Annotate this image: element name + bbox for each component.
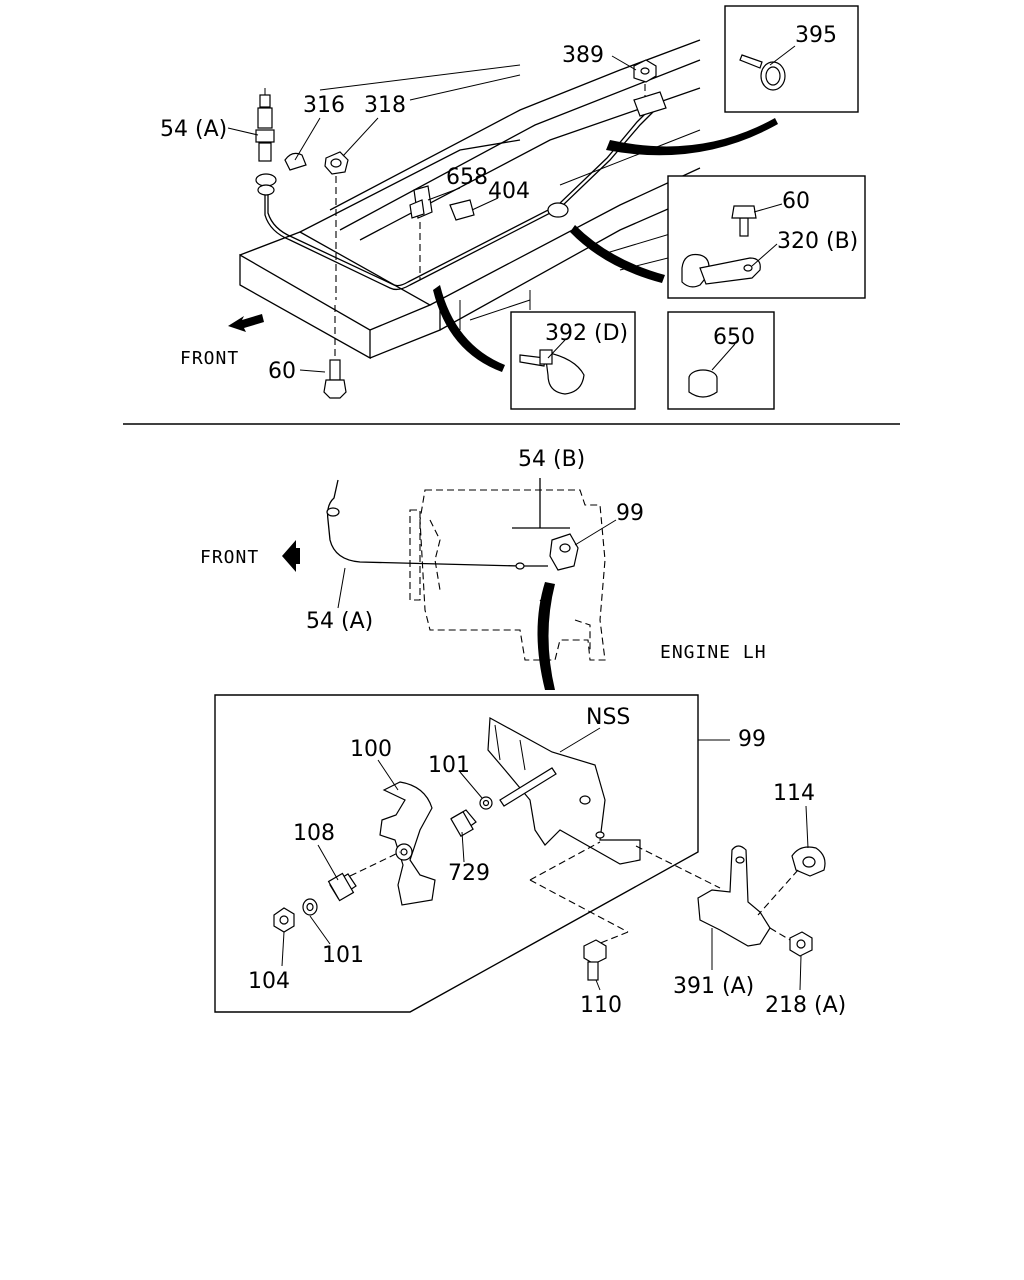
part-114-clip [757,846,826,916]
label-650: 650 [713,325,755,350]
part-100-lever [379,781,436,906]
label-391a: 391 (A) [673,974,754,999]
cable-54a-lower [326,479,548,570]
inset-395 [724,5,859,113]
part-99-small [549,519,617,571]
label-101-bottom: 101 [322,943,364,968]
label-60-bottom: 60 [268,359,296,384]
label-318: 318 [364,93,406,118]
label-101-top: 101 [428,753,470,778]
label-54a-top: 54 (A) [160,117,227,142]
front-arrow-top [228,314,264,332]
part-391a-bracket [635,845,771,947]
part-nss-bracket [487,717,641,865]
stud-bolt [479,767,557,810]
leaders-top [227,45,796,373]
label-320b: 320 (B) [777,229,858,254]
label-108: 108 [293,821,335,846]
front-arrow-bottom [282,540,300,572]
label-110: 110 [580,993,622,1018]
label-engine-lh: ENGINE LH [660,642,767,663]
inset-392d [510,311,636,410]
cable-54b [512,478,570,529]
callout-arcs [433,118,778,690]
part-104-nut [273,907,295,933]
label-104: 104 [248,969,290,994]
part-404-clip [449,199,475,221]
label-54a-bottom: 54 (A) [306,609,373,634]
part-658-bracket [409,185,433,280]
part-389-nut [633,59,667,117]
part-729-collar [450,809,477,837]
label-114: 114 [773,781,815,806]
label-nss: NSS [586,705,630,730]
label-316: 316 [303,93,345,118]
label-54b: 54 (B) [518,447,585,472]
part-318-nut [324,151,349,300]
inset-60-320b [667,175,866,299]
throttle-cable-route [264,101,661,291]
engine-outline [409,489,606,661]
label-404: 404 [488,179,530,204]
label-99-top: 99 [616,501,644,526]
part-54a-fitting [255,88,277,196]
label-389: 389 [562,43,604,68]
label-front-top: FRONT [180,348,239,369]
part-110-bolt [529,841,629,981]
part-101-washer [302,898,318,916]
label-729: 729 [448,861,490,886]
cable-grommet [547,202,569,218]
label-392d: 392 (D) [545,321,628,346]
label-60-inset: 60 [782,189,810,214]
label-658: 658 [446,165,488,190]
label-218a: 218 (A) [765,993,846,1018]
bottom-section: 54 (B) 99 54 (A) FRONT ENGINE LH NSS 99 … [200,447,846,1018]
label-100: 100 [350,737,392,762]
top-section: 54 (A) 316 318 389 395 658 404 60 320 (B… [160,5,866,690]
label-395: 395 [795,23,837,48]
part-60-bolt-bottom [323,305,347,399]
chassis-frame [239,39,701,360]
part-218a-nut [769,927,813,957]
part-316-clip [284,152,307,171]
label-99-box: 99 [738,727,766,752]
label-front-bottom: FRONT [200,547,259,568]
part-108-sleeve [327,851,401,902]
leaders-bottom [281,567,809,991]
inset-650 [667,311,775,410]
